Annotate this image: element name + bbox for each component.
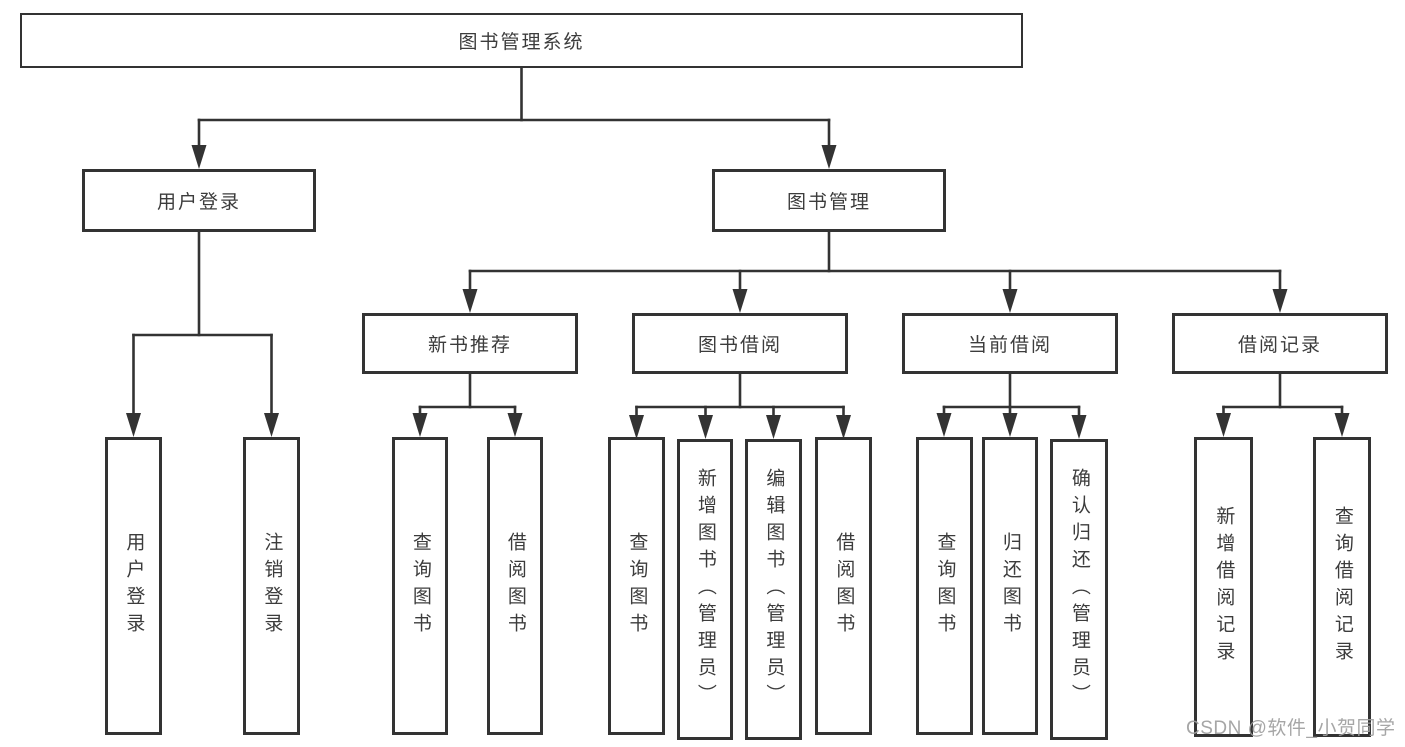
node-user-login-leaf: 用户登录	[105, 437, 162, 735]
node-label: 借阅记录	[1237, 335, 1322, 356]
node-logout: 注销登录	[243, 437, 300, 735]
node-book-borrowing: 图书借阅	[632, 313, 848, 374]
arrowhead-down	[264, 413, 279, 437]
node-query-books-2: 查询图书	[608, 437, 665, 735]
arrowhead-down	[698, 415, 713, 439]
arrowhead-down	[936, 413, 952, 437]
node-label: 查询图书	[934, 532, 956, 640]
node-label: 借阅图书	[504, 532, 526, 640]
node-user-login: 用户登录	[82, 169, 316, 232]
node-borrow-books-1: 借阅图书	[487, 437, 543, 735]
node-query-books-3: 查询图书	[916, 437, 973, 735]
node-label: 新书推荐	[427, 335, 512, 356]
node-label: 查询借阅记录	[1331, 506, 1353, 668]
node-borrowing-records: 借阅记录	[1172, 313, 1388, 374]
node-label: 新增借阅记录	[1213, 506, 1235, 668]
node-add-books-admin: 新增图书（管理员）	[677, 439, 733, 740]
arrowhead-down	[191, 145, 207, 169]
node-label: 借阅图书	[833, 532, 855, 640]
node-add-borrow-record: 新增借阅记录	[1194, 437, 1253, 737]
arrowhead-down	[836, 415, 851, 439]
node-label: 确认归还（管理员）	[1068, 468, 1090, 711]
arrowhead-down	[1002, 413, 1018, 437]
node-label: 归还图书	[999, 532, 1021, 640]
arrowhead-down	[1002, 289, 1018, 313]
arrowhead-down	[821, 145, 837, 169]
node-borrow-books-2: 借阅图书	[815, 437, 872, 735]
csdn-watermark: CSDN @软件_小贺同学	[1186, 718, 1396, 739]
node-query-borrow-record: 查询借阅记录	[1313, 437, 1371, 737]
node-label: 注销登录	[261, 532, 283, 640]
arrowhead-down	[1334, 413, 1350, 437]
arrowhead-down	[1272, 289, 1288, 313]
node-confirm-return-admin: 确认归还（管理员）	[1050, 439, 1108, 740]
node-book-management: 图书管理	[712, 169, 946, 232]
node-current-borrowing: 当前借阅	[902, 313, 1118, 374]
node-label: 用户登录	[123, 532, 145, 640]
node-new-book-recommendation: 新书推荐	[362, 313, 578, 374]
node-label: 当前借阅	[967, 335, 1052, 356]
node-label: 新增图书（管理员）	[694, 468, 716, 711]
node-label: 查询图书	[626, 532, 648, 640]
node-label: 查询图书	[409, 532, 431, 640]
node-label: 编辑图书（管理员）	[763, 468, 785, 711]
arrowhead-down	[1071, 415, 1087, 439]
node-label: 图书管理	[786, 192, 871, 213]
node-edit-books-admin: 编辑图书（管理员）	[745, 439, 802, 740]
arrowhead-down	[629, 415, 644, 439]
arrowhead-down	[1216, 413, 1231, 437]
node-label: 图书管理系统	[458, 32, 585, 53]
node-query-books-1: 查询图书	[392, 437, 448, 735]
arrowhead-down	[766, 415, 781, 439]
node-label: 图书借阅	[697, 335, 782, 356]
arrowhead-down	[507, 413, 523, 437]
arrowhead-down	[732, 289, 748, 313]
node-return-books: 归还图书	[982, 437, 1038, 735]
node-library-management-system: 图书管理系统	[20, 13, 1023, 68]
arrowhead-down	[462, 289, 478, 313]
node-label: 用户登录	[156, 192, 241, 213]
arrowhead-down	[126, 413, 141, 437]
arrowhead-down	[412, 413, 428, 437]
